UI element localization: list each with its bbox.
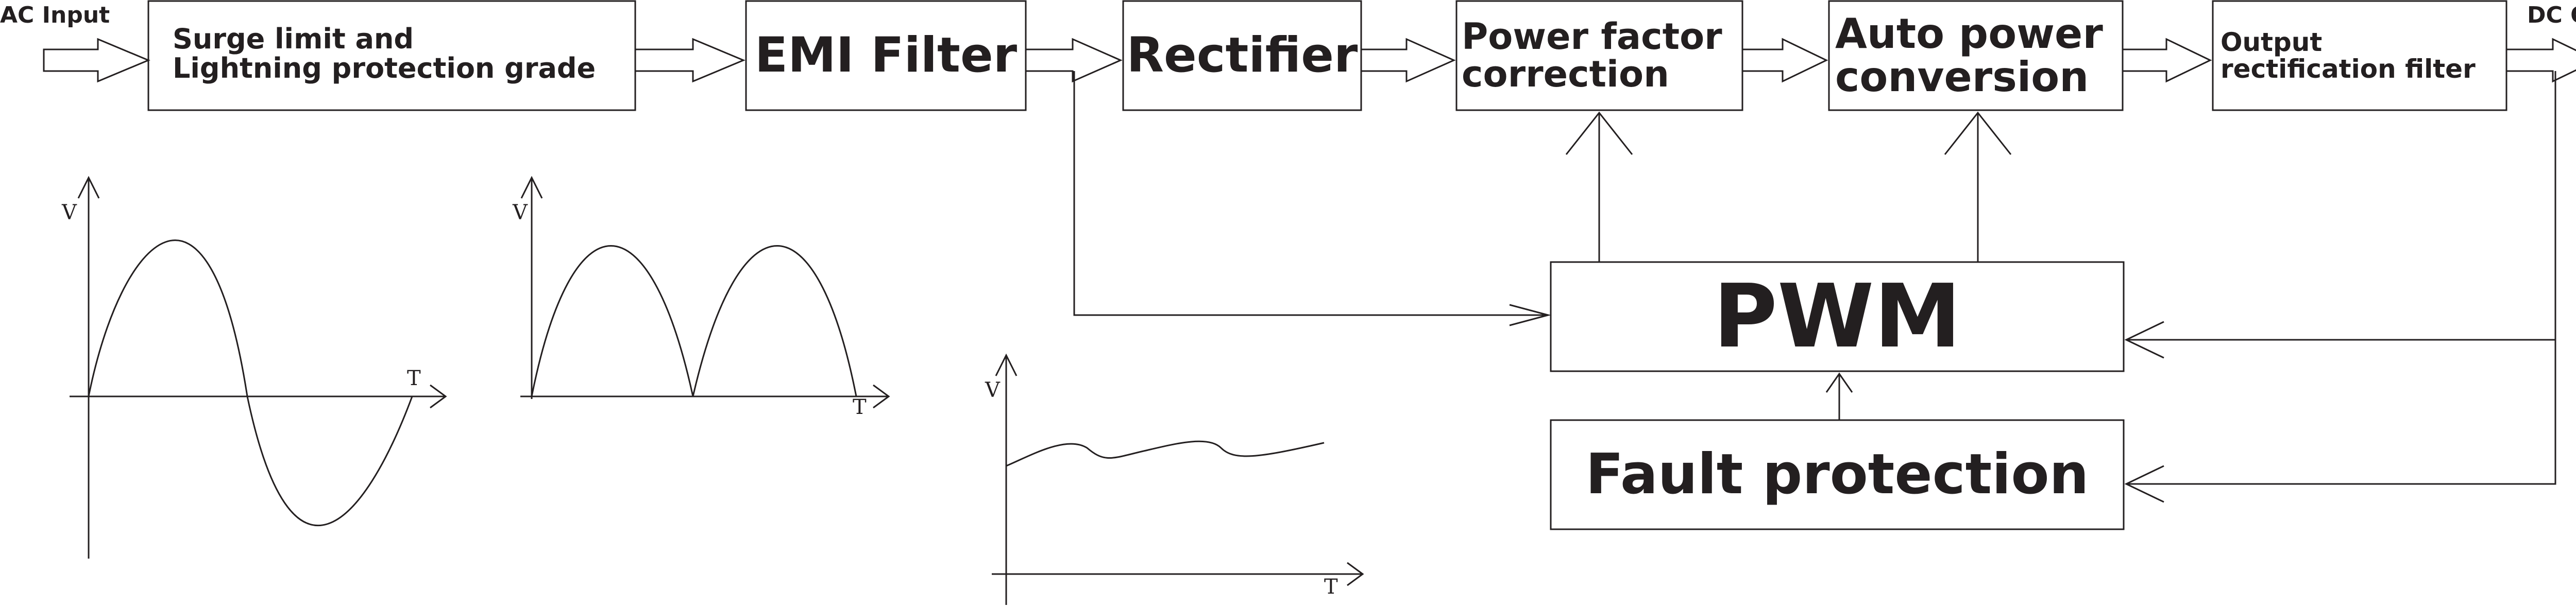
fault-to-pwm-arrowhead	[1825, 372, 1853, 393]
rectified-y-label: V	[513, 201, 528, 224]
ac-sine-x-arrowhead	[430, 384, 447, 409]
rectified-graph	[520, 176, 890, 409]
emi-to-pwm-arrowhead	[1509, 304, 1551, 326]
ac-sine-y-label: V	[62, 201, 77, 224]
fault-protection-label: Fault protection	[1585, 442, 2089, 507]
pwm-label: PWM	[1713, 265, 1961, 368]
emi-filter-label: EMI Filter	[754, 27, 1018, 83]
pwm-to-auto-arrowhead	[1944, 111, 2012, 155]
feedback-to-pwm-arrowhead	[2124, 321, 2164, 359]
feedback-line	[2126, 71, 2556, 485]
output-filter-label: Output rectification filter	[2221, 27, 2476, 84]
emi-to-pwm-line	[1073, 71, 1548, 316]
dc-out-label: DC Out	[2527, 2, 2576, 28]
pfc-label: Power factor correction	[1462, 15, 1722, 95]
surge-block-label: Surge limit and Lightning protection gra…	[173, 23, 596, 84]
fault-protection-block	[1550, 419, 2125, 530]
rectified-y-arrowhead	[520, 176, 543, 199]
ac-sine-y-arrowhead	[77, 176, 100, 199]
arrow-dc-out	[2505, 38, 2576, 83]
ac-sine-x-label: T	[407, 367, 421, 390]
arrow-ac-input	[43, 38, 150, 83]
ac-input-label: AC Input	[0, 2, 110, 28]
feedback-to-fault-arrowhead	[2124, 465, 2164, 503]
arrow-rectifier-to-pfc	[1360, 38, 1456, 83]
rectified-x-arrowhead	[873, 384, 890, 409]
dc-output-x-label: T	[1324, 575, 1338, 599]
dc-output-y-arrowhead	[995, 353, 1018, 376]
ac-sine-graph	[70, 176, 447, 559]
pwm-block	[1550, 261, 2125, 372]
auto-power-label: Auto power conversion	[1835, 10, 2103, 101]
arrow-emi-to-rectifier	[1025, 38, 1123, 83]
arrow-pfc-to-auto	[1741, 38, 1828, 83]
pwm-to-pfc-arrowhead	[1565, 111, 1633, 155]
dc-output-y-label: V	[985, 378, 1000, 402]
arrow-auto-to-output	[2122, 38, 2212, 83]
rectified-wave	[531, 245, 857, 397]
ac-sine-wave	[88, 239, 413, 526]
arrow-surge-to-emi	[634, 38, 745, 83]
rectifier-label: Rectifier	[1126, 27, 1358, 83]
dc-output-wave	[1006, 440, 1325, 467]
dc-output-x-arrowhead	[1347, 562, 1364, 586]
rectified-x-label: T	[853, 395, 867, 419]
dc-output-graph	[992, 353, 1364, 605]
